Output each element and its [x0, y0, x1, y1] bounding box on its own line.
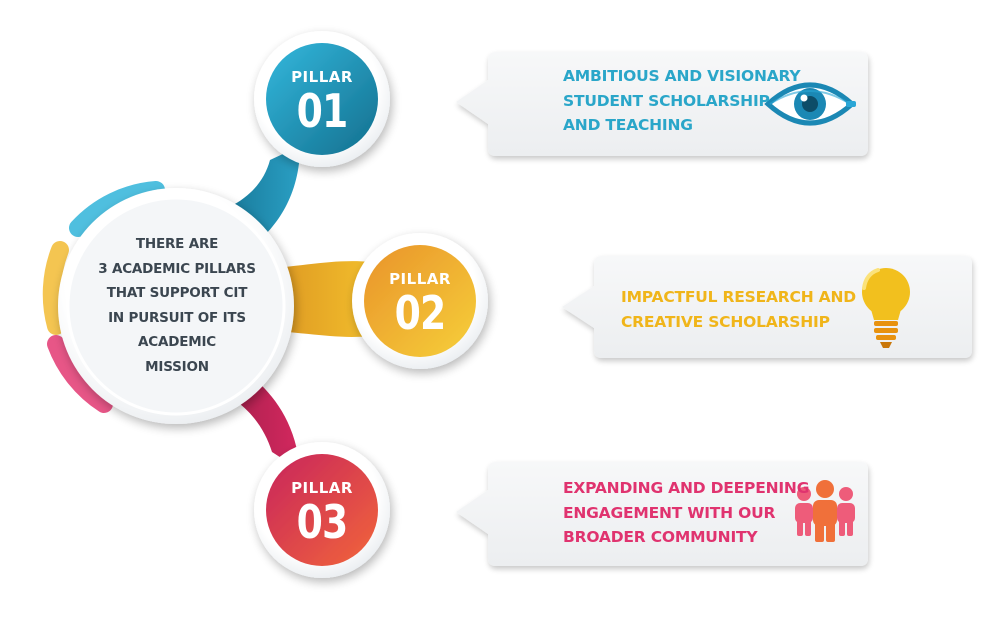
stem-03	[200, 372, 300, 470]
description-line: STUDENT SCHOLARSHIP	[563, 91, 770, 110]
pillar-word: PILLAR	[291, 479, 353, 497]
hub-line: IN PURSUIT OF ITS	[108, 309, 246, 326]
description-line: AMBITIOUS AND VISIONARY	[563, 67, 801, 85]
pillar-word: PILLAR	[291, 68, 353, 86]
pillar-node-03	[254, 442, 390, 578]
description-line: EXPANDING AND DEEPENING	[563, 479, 810, 497]
people-icon	[795, 480, 855, 542]
hub-line: ACADEMIC	[138, 334, 216, 350]
pillar-description-03: EXPANDING AND DEEPENING ENGAGEMENT WITH …	[563, 476, 809, 550]
pillar-description-01: AMBITIOUS AND VISIONARY STUDENT SCHOLARS…	[563, 64, 801, 138]
description-line: AND TEACHING	[563, 116, 693, 134]
hub-accent-arcs	[42, 181, 165, 413]
lightbulb-icon	[862, 268, 910, 348]
description-line: BROADER COMMUNITY	[563, 528, 758, 546]
pillar-description-02: IMPACTFUL RESEARCH AND CREATIVE SCHOLARS…	[621, 285, 856, 334]
hub	[58, 188, 294, 424]
callout-box-03	[456, 462, 868, 566]
pillar-word: PILLAR	[389, 270, 451, 288]
pillar-label-02: PILLAR 02	[355, 270, 485, 338]
pillar-label-03: PILLAR 03	[257, 479, 387, 547]
pillar-label-01: PILLAR 01	[257, 68, 387, 136]
description-line: IMPACTFUL RESEARCH AND	[621, 288, 856, 306]
pillar-node-01	[254, 31, 390, 167]
pillar-node-02	[352, 233, 488, 369]
hub-line: MISSION	[145, 358, 209, 375]
hub-text: THERE ARE 3 ACADEMIC PILLARS THAT SUPPOR…	[92, 232, 262, 379]
description-line: ENGAGEMENT WITH OUR	[563, 503, 776, 522]
hub-line: 3 ACADEMIC PILLARS	[98, 260, 256, 277]
pillar-number: 03	[296, 495, 349, 549]
hub-line: THERE ARE	[135, 236, 219, 252]
hub-line: THAT SUPPORT CIT	[106, 285, 248, 301]
description-line: CREATIVE SCHOLARSHIP	[621, 312, 830, 331]
eye-icon	[764, 82, 856, 126]
pillar-number: 01	[296, 84, 349, 138]
callout-box-01	[456, 52, 868, 156]
pillar-number: 02	[394, 286, 447, 340]
